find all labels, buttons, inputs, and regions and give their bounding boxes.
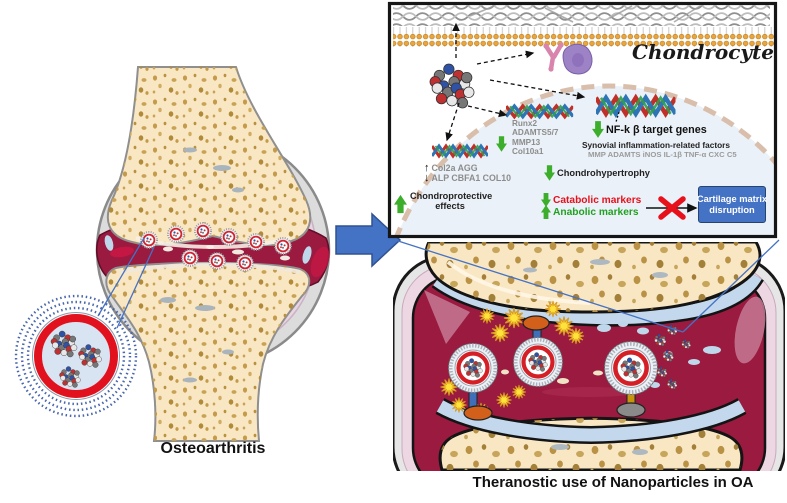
liposome-nanoparticle — [514, 338, 563, 387]
gene-item: Runx2 — [512, 119, 538, 128]
alp-text: ALP CBFA1 COL10 — [431, 173, 512, 183]
chondrohypertrophy-label: Chondrohypertrophy — [544, 165, 650, 181]
collagen-fibers — [393, 5, 770, 26]
alp-downregulation-line: ↓ ALP CBFA1 COL10 — [424, 172, 511, 184]
nfkb-text: NF-k β target genes — [606, 123, 707, 136]
protein-icon — [562, 43, 593, 75]
synovial-heading: Synovial inflammation-related factors — [582, 140, 730, 150]
chondroprotective-line1: Chondroprotective — [410, 191, 493, 201]
nucleus-dome — [394, 83, 774, 235]
theranostic-caption: Theranostic use of Nanoparticles in OA — [472, 474, 754, 491]
theranostic-joint-illustration — [393, 242, 785, 471]
catabolic-text: Catabolic markers — [553, 194, 642, 206]
col2a-upregulation-line: ↑ Col2a AGG — [424, 162, 478, 174]
gene-downregulation-list: Runx2 ADAMTS5/7 MMP13 Col10a1 — [512, 119, 558, 156]
liposome-nanoparticle — [605, 342, 658, 395]
magnifier-callout-line — [116, 246, 155, 329]
gene-item: ADAMTS5/7 — [512, 128, 559, 138]
green-up-arrow-icon — [541, 205, 551, 219]
anabolic-markers-label: Anabolic markers — [541, 205, 639, 219]
panel-border — [387, 1, 778, 239]
magnifier-callout-line — [97, 237, 145, 317]
green-down-arrow-icon — [496, 136, 507, 152]
green-up-arrow-icon — [394, 191, 407, 217]
antibody-icon — [543, 42, 564, 72]
receptor-icons — [463, 315, 646, 421]
gene-item: Col10a1 — [512, 146, 544, 156]
liposome-nanoparticle — [449, 344, 498, 393]
disruption-line2: disruption — [709, 204, 755, 215]
panel-callout-lines — [394, 239, 780, 333]
synovial-factors: MMP ADAMTS iNOS IL-1β TNF-α CXC C5 — [588, 150, 737, 159]
anabolic-text: Anabolic markers — [553, 206, 639, 218]
col2a-text: Col2a AGG — [431, 163, 478, 173]
disruption-line1: Cartilage matrix — [696, 193, 768, 204]
chondroprotective-line2: effects — [435, 201, 465, 211]
osteoarthritis-caption: Osteoarthritis — [160, 440, 266, 457]
nfkb-target-genes-label: NF-k β target genes — [592, 121, 707, 138]
catabolic-markers-label: Catabolic markers — [541, 193, 641, 207]
nanoparticle-zoom-circle — [14, 237, 155, 418]
chondrocyte-panel-art — [393, 5, 774, 235]
blue-block-arrow-icon — [335, 212, 402, 268]
up-arrow-icon: ↑ — [424, 162, 430, 174]
chondroprotective-label: Chondroprotective effects — [394, 191, 493, 217]
chondrohypertrophy-text: Chondrohypertrophy — [557, 168, 650, 178]
chondrocyte-title: Chondrocyte — [632, 40, 774, 64]
cartilage-matrix-disruption-box: Cartilage matrix disruption — [696, 186, 768, 223]
green-down-arrow-icon — [592, 121, 604, 138]
down-arrow-icon: ↓ — [424, 172, 430, 184]
chondrocyte-panel — [387, 1, 778, 239]
lipid-bilayer-membrane — [393, 27, 774, 47]
dashed-signal-arrows — [445, 22, 620, 142]
osteoarthritis-joint-illustration — [95, 66, 331, 442]
green-down-arrow-icon — [544, 165, 555, 181]
gene-item: MMP13 — [512, 137, 541, 147]
blocked-pathway-icon — [646, 196, 698, 220]
